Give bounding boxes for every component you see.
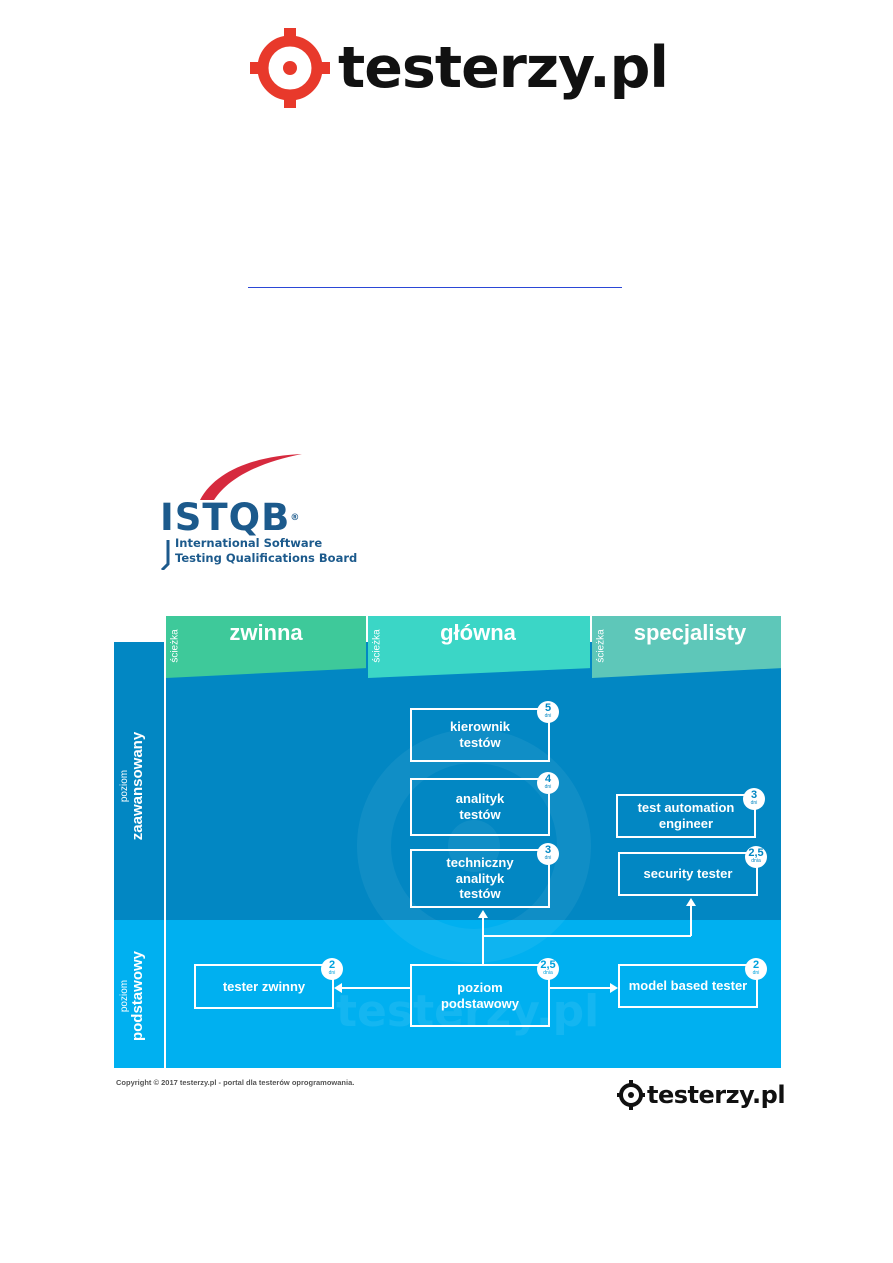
connector-arrows [334, 898, 696, 993]
path-title-agile: zwinna [229, 620, 303, 645]
watermark-gear-icon [357, 729, 591, 963]
path-title-core: główna [440, 620, 516, 645]
node-model-based-tester: model based tester [618, 964, 758, 1008]
watermark-text: testerzy.pl [336, 986, 600, 1037]
link-underline[interactable] [248, 287, 622, 288]
foundation-level-band [114, 920, 781, 1068]
node-security-tester: security tester [618, 852, 758, 896]
testerzy-logo: testerzy.pl [250, 26, 669, 110]
istqb-path-diagram: testerzy.pl ścieżka ścieżka ścieżka zwin… [114, 616, 781, 1068]
footer-brand-name: testerzy.pl [647, 1081, 786, 1109]
node-agile-tester: tester zwinny [194, 964, 334, 1009]
node-foundation: poziom podstawowy [410, 964, 550, 1027]
path-header-specialist [592, 616, 781, 678]
path-header-agile [166, 616, 366, 678]
istqb-fullname: International Software Testing Qualifica… [175, 536, 358, 565]
istqb-acronym: ISTQB® [160, 496, 301, 539]
brand-name: testerzy.pl [338, 35, 669, 101]
crosshair-logo-icon [617, 1080, 645, 1110]
copyright-text: Copyright © 2017 testerzy.pl - portal dl… [116, 1078, 355, 1087]
node-technical-analyst: techniczny analityk testów [410, 849, 550, 908]
footer-logo: testerzy.pl [617, 1078, 786, 1112]
crosshair-logo-icon [250, 28, 330, 108]
level-divider [164, 642, 166, 1068]
path-title-specialist: specjalisty [633, 620, 747, 645]
node-test-automation-engineer: test automation engineer [616, 794, 756, 838]
istqb-logo: ISTQB® International Software Testing Qu… [158, 452, 388, 572]
path-header-core [368, 616, 590, 678]
node-test-manager: kierownik testów [410, 708, 550, 762]
istqb-swoosh-icon [200, 454, 302, 500]
node-test-analyst: analityk testów [410, 778, 550, 836]
istqb-check-icon [160, 540, 170, 570]
advanced-level-band [114, 642, 781, 920]
